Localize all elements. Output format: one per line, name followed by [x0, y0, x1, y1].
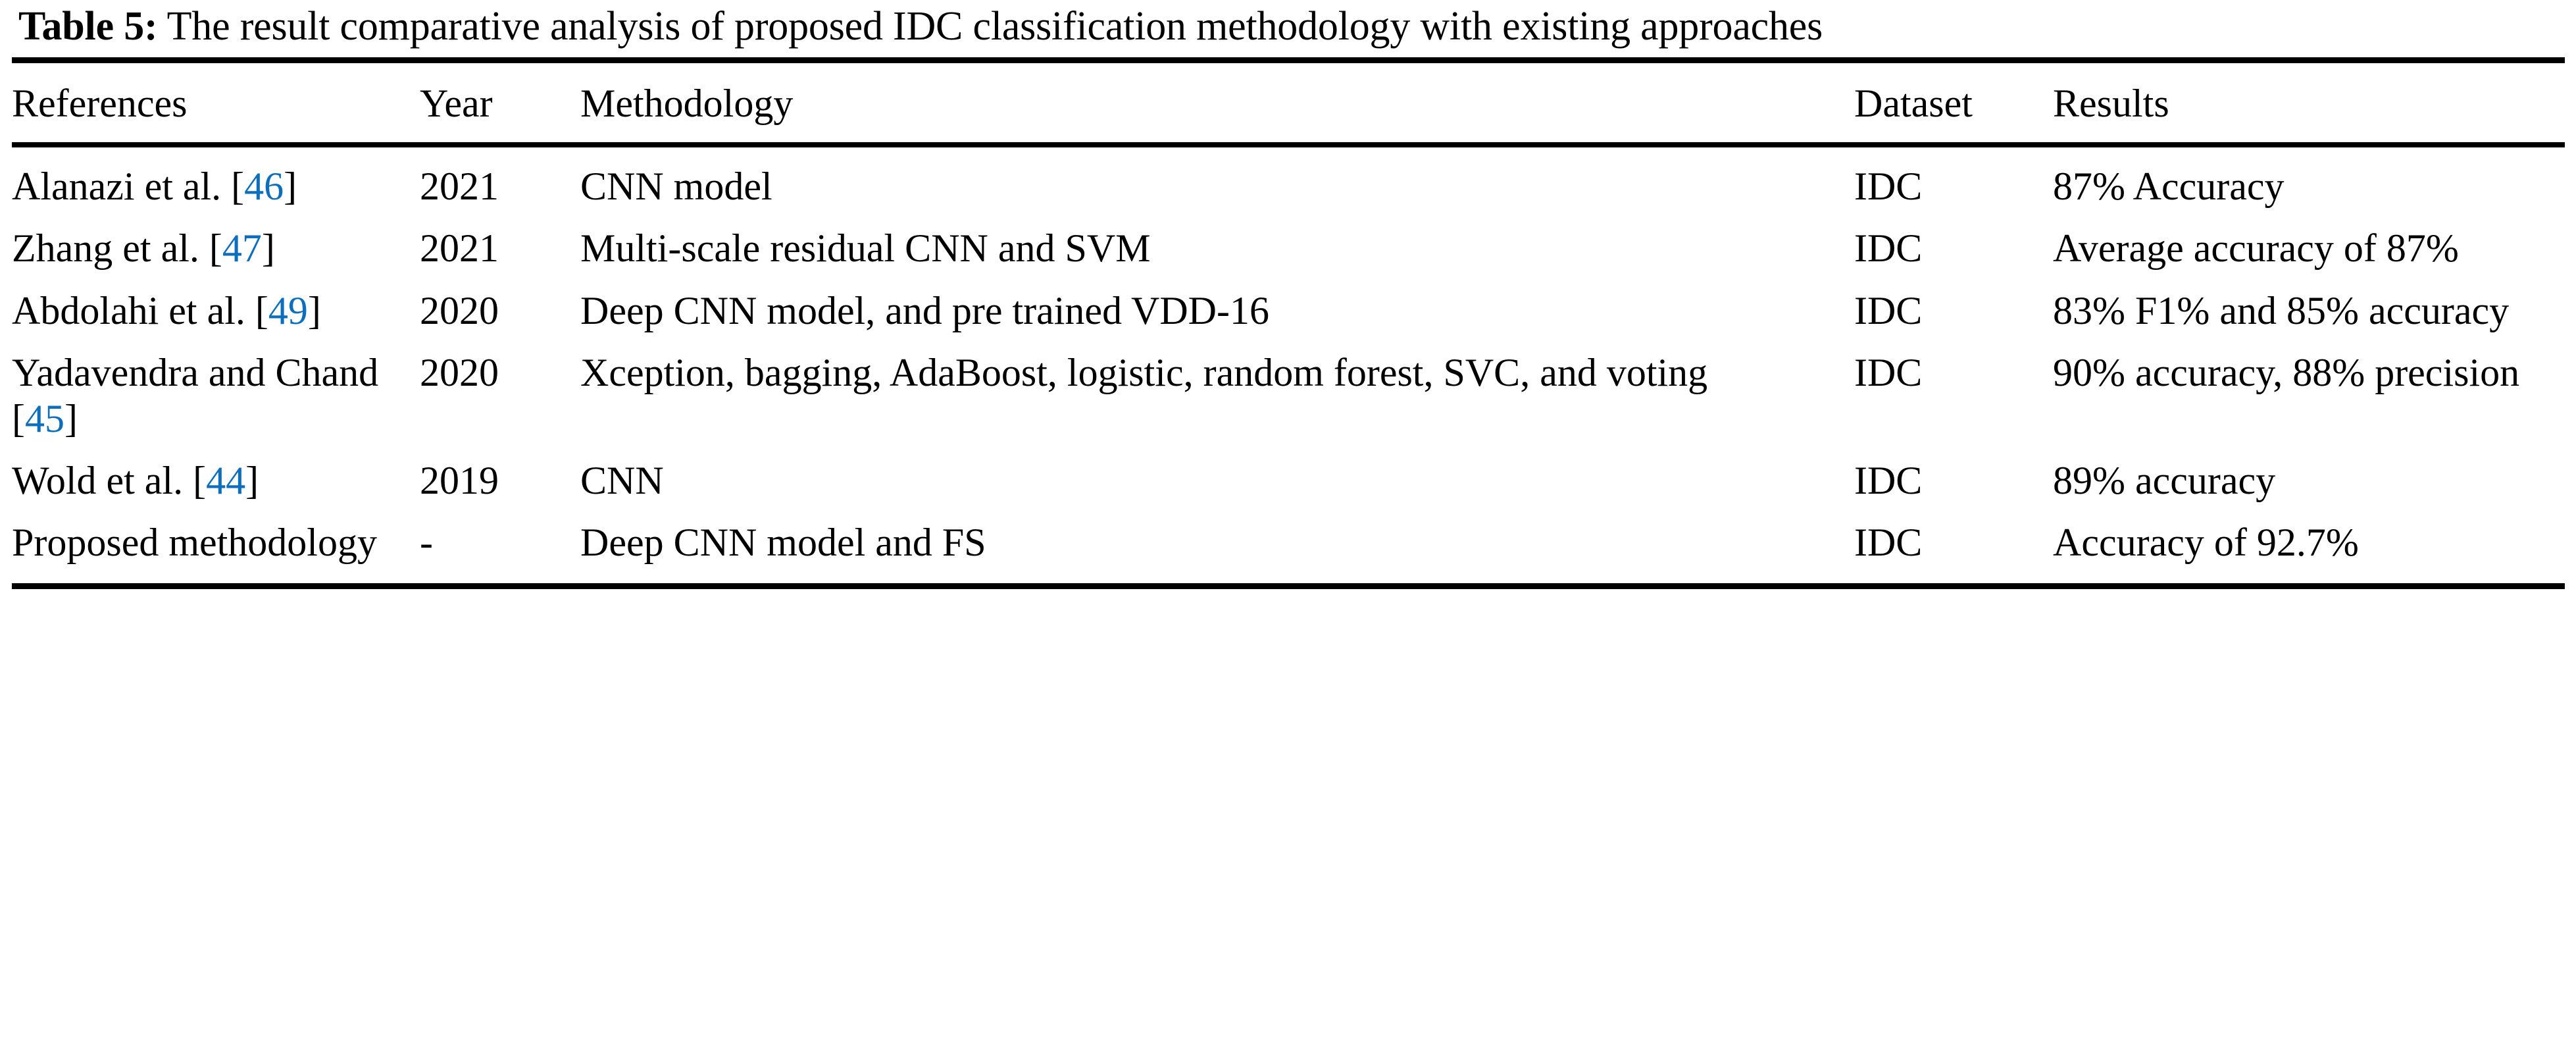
cell-reference: Proposed methodology: [12, 521, 377, 565]
cell-results: Accuracy of 92.7%: [2053, 521, 2359, 565]
cell-dataset: IDC: [1854, 521, 1923, 565]
table-bottom-rule-row: [12, 583, 2565, 592]
cell-results: 89% accuracy: [2053, 459, 2276, 503]
column-header-methodology: Methodology: [578, 57, 1854, 145]
bracket-open: [: [193, 459, 207, 503]
bracket-close: ]: [307, 288, 321, 332]
reference-name: Abdolahi et al.: [12, 288, 245, 332]
table-bottom-rule: [12, 583, 420, 592]
cell-methodology: Xception, bagging, AdaBoost, logistic, r…: [580, 350, 1708, 394]
cell-year: 2021: [420, 142, 578, 218]
reference-link[interactable]: 46: [244, 165, 284, 209]
cell-reference: Wold et al. [44]: [12, 450, 420, 511]
reference-name: Alanazi et al.: [12, 165, 222, 209]
cell-dataset: IDC: [1854, 142, 2052, 218]
cell-methodology: CNN: [580, 459, 664, 503]
bracket-open: [: [209, 226, 222, 271]
bracket-open: [: [231, 165, 245, 209]
cell-results: 90% accuracy, 88% precision: [2053, 350, 2520, 394]
cell-results: Average accuracy of 87%: [2053, 226, 2459, 271]
table-row: Zhang et al. [47] 2021 Multi-scale resid…: [12, 217, 2565, 279]
reference-link[interactable]: 49: [268, 288, 308, 332]
reference-link[interactable]: 47: [222, 226, 262, 271]
bracket-close: ]: [64, 397, 78, 441]
table-caption: Table 5: The result comparative analysis…: [7, 0, 2569, 57]
cell-year: 2021: [420, 226, 499, 271]
table-row: Proposed methodology - Deep CNN model an…: [12, 511, 2565, 586]
table-row: Alanazi et al. [46] 2021 CNN model IDC 8…: [12, 142, 2565, 218]
table-header-row: References Year Methodology Dataset Resu…: [12, 57, 2565, 145]
cell-results: 87% Accuracy: [2052, 142, 2565, 218]
cell-dataset: IDC: [1854, 459, 1923, 503]
bracket-close: ]: [245, 459, 259, 503]
cell-year: 2019: [420, 459, 499, 503]
cell-reference: Abdolahi et al. [49]: [12, 280, 420, 342]
column-header-results: Results: [2052, 57, 2565, 145]
cell-year: -: [420, 521, 433, 565]
comparison-table: References Year Methodology Dataset Resu…: [12, 57, 2565, 592]
cell-dataset: IDC: [1854, 350, 1923, 394]
cell-year: 2020: [420, 350, 499, 394]
bracket-open: [: [255, 288, 268, 332]
cell-methodology: Deep CNN model, and pre trained VDD-16: [580, 288, 1269, 332]
cell-reference: Zhang et al. [47]: [12, 217, 420, 279]
cell-methodology: Multi-scale residual CNN and SVM: [580, 226, 1151, 271]
column-header-references: References: [12, 57, 420, 145]
cell-dataset: IDC: [1854, 226, 1923, 271]
cell-methodology: CNN model: [578, 142, 1854, 218]
column-header-dataset: Dataset: [1854, 57, 2052, 145]
bracket-close: ]: [261, 226, 275, 271]
cell-results: 83% F1% and 85% accuracy: [2053, 288, 2510, 332]
cell-reference: Alanazi et al. [46]: [12, 142, 420, 218]
table-row: Abdolahi et al. [49] 2020 Deep CNN model…: [12, 280, 2565, 342]
reference-link[interactable]: 44: [206, 459, 246, 503]
reference-name: Zhang et al.: [12, 226, 199, 271]
reference-name: Yadavendra and Chand: [12, 350, 379, 394]
table-body: Alanazi et al. [46] 2021 CNN model IDC 8…: [12, 142, 2565, 592]
cell-dataset: IDC: [1854, 288, 1923, 332]
reference-link[interactable]: 45: [24, 397, 64, 441]
cell-methodology: Deep CNN model and FS: [580, 521, 986, 565]
table-row: Wold et al. [44] 2019 CNN IDC 89% accura…: [12, 450, 2565, 511]
table-caption-text: The result comparative analysis of propo…: [166, 4, 1823, 49]
cell-reference: Yadavendra and Chand [45]: [12, 342, 420, 450]
table-caption-label: Table 5:: [18, 4, 158, 49]
table-header: References Year Methodology Dataset Resu…: [12, 57, 2565, 145]
reference-name: Wold et al.: [12, 459, 184, 503]
cell-year: 2020: [420, 288, 499, 332]
table-row: Yadavendra and Chand [45] 2020 Xception,…: [12, 342, 2565, 450]
bracket-open: [: [12, 397, 25, 441]
column-header-year: Year: [420, 57, 578, 145]
bracket-close: ]: [284, 165, 297, 209]
